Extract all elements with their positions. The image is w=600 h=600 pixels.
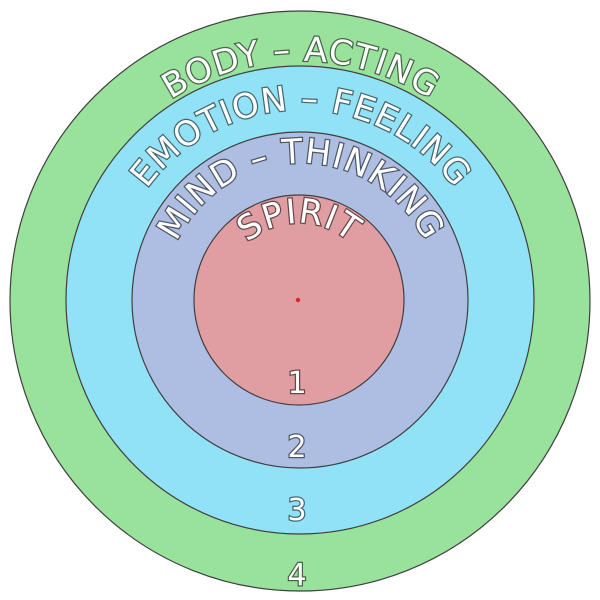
ring-4-number: 4 — [287, 558, 306, 593]
ring-3-number: 3 — [287, 493, 306, 528]
ring-2-number: 2 — [287, 430, 306, 465]
ring-1-number: 1 — [287, 366, 306, 401]
center-dot — [295, 297, 301, 303]
